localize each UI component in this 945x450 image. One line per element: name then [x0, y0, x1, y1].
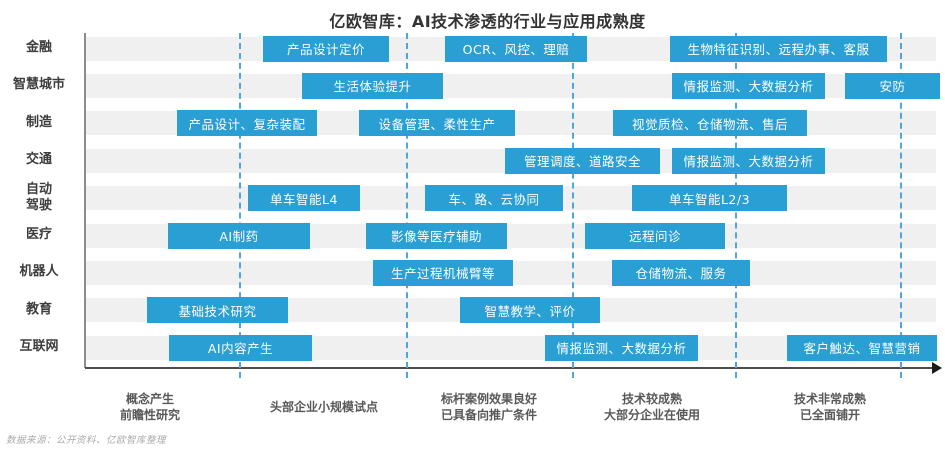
task-box: 安防 — [845, 72, 940, 99]
x-axis-arrow-icon — [932, 362, 942, 374]
task-box: 远程问诊 — [585, 222, 725, 249]
industry-label: 机器人 — [19, 264, 59, 280]
industry-label: 自动 驾驶 — [25, 181, 52, 213]
data-source-note: 数据来源：公开资料、亿欧智库整理 — [6, 435, 167, 446]
industry-label: 互联网 — [19, 339, 59, 355]
industry-label: 教育 — [25, 301, 52, 317]
task-box: 智慧教学、评价 — [460, 297, 600, 324]
task-box: 产品设计、复杂装配 — [177, 110, 317, 137]
task-box: OCR、风控、理赔 — [445, 35, 587, 62]
industry-label: 制造 — [25, 114, 52, 130]
industry-label: 智慧城市 — [12, 77, 65, 93]
task-box: AI制药 — [168, 222, 310, 249]
task-box: 管理调度、道路安全 — [505, 147, 660, 174]
stage-separator-dashed-line — [239, 33, 241, 378]
task-box: 生活体验提升 — [302, 72, 443, 99]
stage-separator-dashed-line — [900, 33, 902, 378]
task-box: 情报监测、大数据分析 — [545, 334, 698, 361]
task-box: 情报监测、大数据分析 — [672, 147, 825, 174]
stage-label: 技术较成熟 大部分企业在使用 — [603, 392, 701, 422]
y-axis-line — [84, 33, 86, 368]
task-box: 基础技术研究 — [147, 297, 288, 324]
stage-label: 技术非常成熟 已全面铺开 — [793, 392, 867, 422]
task-box: 生物特征识别、远程办事、客服 — [670, 35, 887, 62]
task-box: 单车智能L4 — [248, 185, 360, 212]
industry-label: 交通 — [25, 152, 52, 168]
stage-label: 头部企业小规模试点 — [269, 400, 379, 414]
x-axis-line — [85, 367, 934, 369]
task-box: 生产过程机械臂等 — [373, 259, 513, 286]
task-box: 产品设计定价 — [263, 35, 389, 62]
task-box: 仓储物流、服务 — [612, 259, 750, 286]
task-box: 客户触达、智慧营销 — [787, 334, 937, 361]
stage-label: 标杆案例效果良好 已具备向推广条件 — [440, 392, 538, 422]
stage-separator-dashed-line — [406, 33, 408, 378]
task-box: 设备管理、柔性生产 — [359, 110, 515, 137]
task-box: AI内容产生 — [169, 334, 312, 361]
task-box: 车、路、云协同 — [425, 185, 563, 212]
stage-label: 概念产生 前瞻性研究 — [119, 392, 181, 422]
task-box: 情报监测、大数据分析 — [672, 72, 825, 99]
stage-separator-dashed-line — [572, 33, 574, 378]
industry-label: 金融 — [25, 40, 52, 55]
chart-title: 亿欧智库：AI技术渗透的行业与应用成熟度 — [329, 12, 646, 31]
task-box: 影像等医疗辅助 — [366, 222, 507, 249]
task-box: 视觉质检、仓储物流、售后 — [613, 110, 807, 137]
task-box: 单车智能L2/3 — [632, 185, 787, 212]
industry-label: 医疗 — [25, 227, 52, 242]
